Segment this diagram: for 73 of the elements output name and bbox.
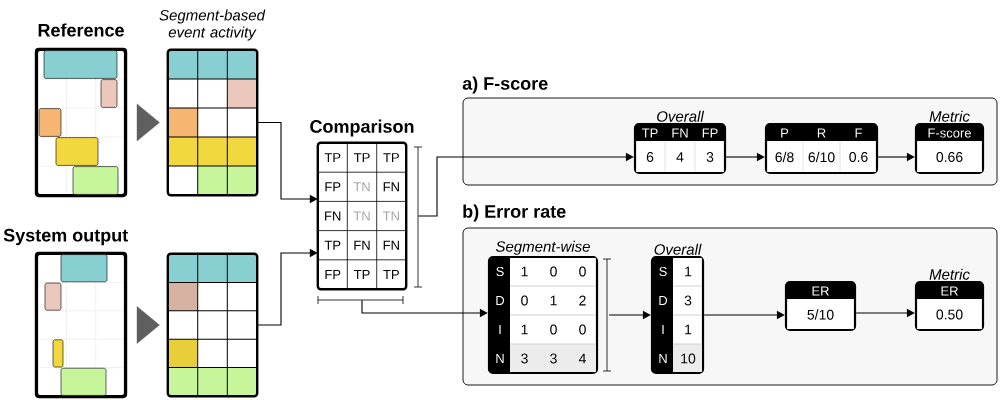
panel-title: a) F-score <box>462 76 548 94</box>
table-value: 0.6 <box>849 152 868 162</box>
table-caption: Metric <box>929 268 970 280</box>
arrow <box>417 152 634 217</box>
table-value: 0 <box>550 324 557 335</box>
comparison-label: FP <box>325 269 341 279</box>
table-value: 1 <box>521 324 528 335</box>
table-value: 0 <box>550 266 557 277</box>
table-value: 6/8 <box>775 151 794 163</box>
table-value: 5/10 <box>807 309 834 320</box>
comparison-label: TP <box>354 269 370 279</box>
row-label: N <box>659 354 667 363</box>
table-value: 3 <box>521 353 528 364</box>
column-label: FN <box>672 128 688 138</box>
comparison-label: TP <box>324 153 341 163</box>
comparison-label: FP <box>325 182 341 192</box>
table-caption: Segment-wise <box>495 240 590 255</box>
comparison-label: FN <box>325 211 341 221</box>
activity-grid <box>166 252 259 398</box>
column-label: P <box>781 128 789 138</box>
table-value: 0.66 <box>936 152 963 162</box>
table-value: 3 <box>706 152 714 162</box>
comparison-label: TN <box>353 211 370 221</box>
heading: Comparison <box>310 119 414 137</box>
table-caption: Overall <box>654 243 702 255</box>
table-value: 0 <box>579 266 586 277</box>
table-value: 1 <box>685 266 692 277</box>
chevron-arrow <box>136 306 160 344</box>
comparison-label: TP <box>354 153 370 163</box>
row-label: N <box>496 354 504 363</box>
table-caption: Overall <box>657 110 705 122</box>
comparison-label: TN <box>353 182 370 192</box>
comparison-label: TP <box>383 153 399 163</box>
table-value: 10 <box>681 353 696 364</box>
row-label: D <box>659 296 668 305</box>
column-label: ER <box>941 286 958 296</box>
comparison-label: FN <box>383 240 399 250</box>
column-label: FP <box>702 128 718 138</box>
comparison-label: FN <box>354 240 370 250</box>
column-label: F <box>855 128 862 138</box>
table-value: 4 <box>676 152 684 162</box>
table-value: 1 <box>685 324 692 335</box>
comparison-label: TN <box>382 211 399 221</box>
comparison-label: TP <box>383 269 399 279</box>
table-value: 1 <box>550 295 557 306</box>
table-value: 6/10 <box>808 151 835 163</box>
heading: Reference <box>38 23 124 37</box>
row-label: I <box>662 325 664 334</box>
comparison-label: TP <box>324 240 341 250</box>
table-value: 6 <box>646 152 654 162</box>
arrow <box>256 248 318 326</box>
panel-title: b) Error rate <box>463 204 566 222</box>
table-value: 0 <box>521 295 528 306</box>
column-label: ER <box>812 286 829 296</box>
heading: System output <box>3 228 128 246</box>
row-label: D <box>496 296 505 305</box>
row-label: S <box>659 266 667 277</box>
table-value: 1 <box>521 266 528 277</box>
table-value: 2 <box>579 295 586 306</box>
table-value: 0.50 <box>936 309 963 320</box>
table-value: 3 <box>550 353 557 364</box>
column-label: R <box>817 128 826 138</box>
table-caption: Metric <box>929 110 970 122</box>
column-label: F-score <box>928 128 971 138</box>
table-value: 3 <box>684 295 692 306</box>
row-label: S <box>496 266 504 277</box>
heading: Segment-based event activity <box>159 9 266 41</box>
table-value: 0 <box>579 324 586 335</box>
chevron-arrow <box>136 103 160 142</box>
table-value: 4 <box>578 353 586 364</box>
column-label: TP <box>642 128 658 138</box>
row-label: I <box>499 325 501 334</box>
comparison-label: FN <box>383 182 399 192</box>
